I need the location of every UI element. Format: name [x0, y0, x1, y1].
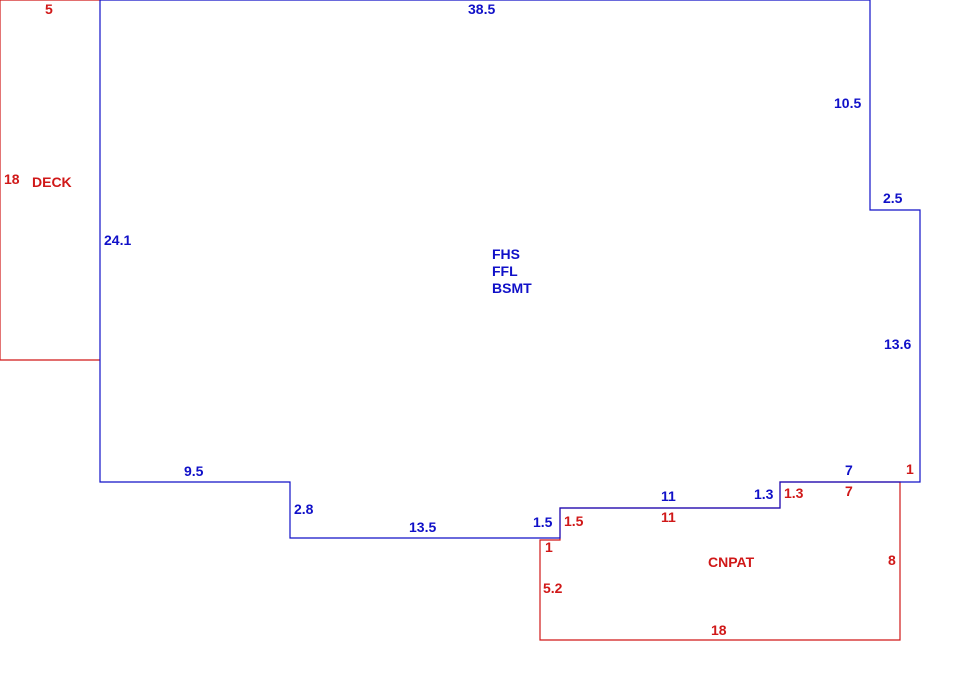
dim-main-right-lower: 13.6 — [884, 336, 911, 352]
dim-patio-step-b: 1.5 — [564, 513, 584, 529]
dim-main-right-upper: 10.5 — [834, 95, 861, 111]
dim-main-step-a: 1.3 — [754, 486, 774, 502]
area-label-ffl: FFL — [492, 263, 518, 279]
dim-main-bottom-right-b: 7 — [845, 462, 853, 478]
dim-main-bottom-mid: 11 — [661, 488, 676, 504]
dim-patio-step-a: 1.3 — [784, 485, 804, 501]
dim-main-top: 38.5 — [468, 1, 495, 17]
dim-main-bottom-left: 9.5 — [184, 463, 204, 479]
dim-patio-right: 8 — [888, 552, 896, 568]
dim-main-right-jog: 2.5 — [883, 190, 903, 206]
dim-main-bottom-center: 13.5 — [409, 519, 436, 535]
dim-main-step-b: 1.5 — [533, 514, 553, 530]
main-structure-outline — [99, 0, 921, 539]
dim-patio-step-c: 1 — [545, 539, 553, 555]
dim-main-left: 24.1 — [104, 232, 131, 248]
dim-patio-left: 5.2 — [543, 580, 563, 596]
patio-label: CNPAT — [708, 554, 755, 570]
dim-patio-top-right: 1 — [906, 461, 914, 477]
area-label-bsmt: BSMT — [492, 280, 532, 296]
deck-outline — [0, 0, 100, 361]
dim-deck-left: 18 — [4, 171, 20, 187]
dim-patio-top-mid: 11 — [661, 509, 676, 525]
dim-deck-top: 5 — [45, 1, 53, 17]
dim-main-step-c: 2.8 — [294, 501, 314, 517]
dim-patio-top-a: 7 — [845, 483, 853, 499]
area-label-fhs: FHS — [492, 246, 520, 262]
deck-label: DECK — [32, 174, 72, 190]
dim-patio-bottom: 18 — [711, 622, 727, 638]
